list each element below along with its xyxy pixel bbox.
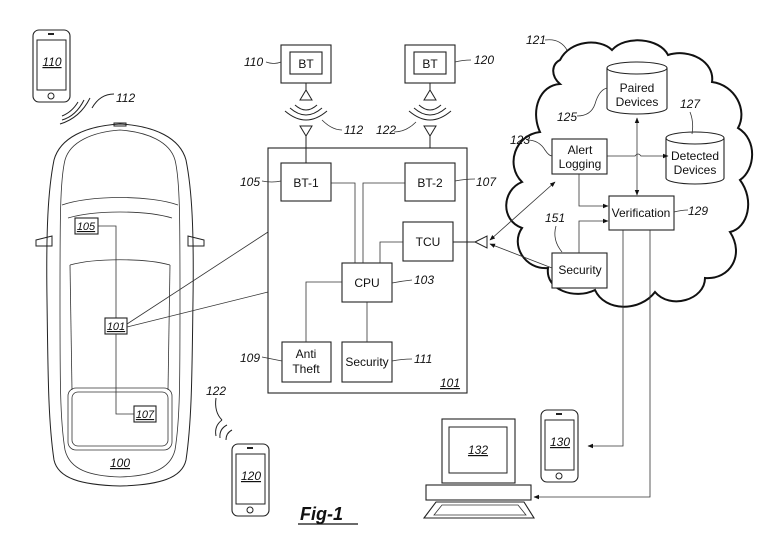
alert-logging-block: Alert Logging 123 (510, 133, 608, 175)
paired-line1: Paired (620, 81, 655, 95)
module-107-ref: 107 (136, 409, 155, 421)
bt-device-120-label: BT (422, 57, 438, 71)
signal-ref-112: 112 (116, 91, 135, 105)
module-105-ref: 105 (77, 221, 96, 233)
computer-ref: 132 (468, 443, 488, 457)
bt2-ref: 107 (476, 175, 497, 189)
bt-signal-ref-112: 112 (344, 123, 363, 137)
security-111-ref: 111 (414, 352, 432, 366)
detected-ref: 127 (680, 97, 701, 111)
bt1-ref: 105 (240, 175, 260, 189)
detected-line1: Detected (671, 149, 719, 163)
cloud-121: 121 Paired Devices 125 Detected Devices … (489, 33, 754, 308)
verification-label: Verification (612, 206, 671, 220)
cpu-ref: 103 (414, 273, 434, 287)
bt-signal-ref-122: 122 (376, 123, 396, 137)
controller-101: BT-1 105 BT-2 107 TCU CPU 103 Anti Theft… (240, 136, 497, 394)
alert-line2: Logging (559, 157, 602, 171)
verification-block: Verification 129 (608, 195, 708, 231)
controller-ref: 101 (440, 376, 460, 390)
paired-ref: 125 (557, 110, 577, 124)
bt-device-120-ref: 120 (474, 53, 494, 67)
phone-110-ref: 110 (42, 55, 61, 69)
paired-line2: Devices (616, 95, 659, 109)
anti-theft-line1: Anti (296, 347, 317, 361)
cpu-label: CPU (354, 276, 379, 290)
tcu-label: TCU (416, 235, 441, 249)
phone-130-ref: 130 (550, 435, 570, 449)
signal-ref-122: 122 (206, 384, 226, 398)
cloud-security-ref: 151 (545, 211, 565, 225)
phone-120-ref: 120 (241, 469, 261, 483)
phone-130: 130 (540, 409, 579, 483)
bt-device-110: BT 110 112 (244, 44, 363, 148)
anti-theft-ref: 109 (240, 351, 260, 365)
paired-devices-db: Paired Devices 125 (557, 61, 668, 124)
vehicle-ref: 100 (110, 456, 130, 470)
bt-device-110-label: BT (298, 57, 314, 71)
security-111-label: Security (345, 355, 388, 369)
figure-label: Fig-1 (300, 504, 343, 524)
anti-theft-line2: Theft (292, 362, 320, 376)
module-101-ref: 101 (107, 321, 125, 333)
bt-device-110-ref: 110 (244, 55, 263, 69)
bt-device-120: BT 120 122 (376, 44, 494, 162)
signal-waves-112: 112 (59, 91, 135, 125)
bt2-label: BT-2 (417, 176, 443, 190)
phone-120: 120 122 (206, 384, 270, 517)
alert-ref: 123 (510, 133, 530, 147)
vehicle-100: 105 101 107 100 (35, 122, 269, 487)
cloud-security-label: Security (558, 263, 601, 277)
bt1-label: BT-1 (293, 176, 319, 190)
detected-devices-db: Detected Devices 127 (665, 97, 725, 185)
detected-line2: Devices (674, 163, 717, 177)
alert-line1: Alert (568, 143, 593, 157)
computer-132: 132 (422, 418, 535, 519)
cloud-ref: 121 (526, 33, 546, 47)
phone-110: 110 (32, 29, 71, 103)
verification-ref: 129 (688, 204, 708, 218)
